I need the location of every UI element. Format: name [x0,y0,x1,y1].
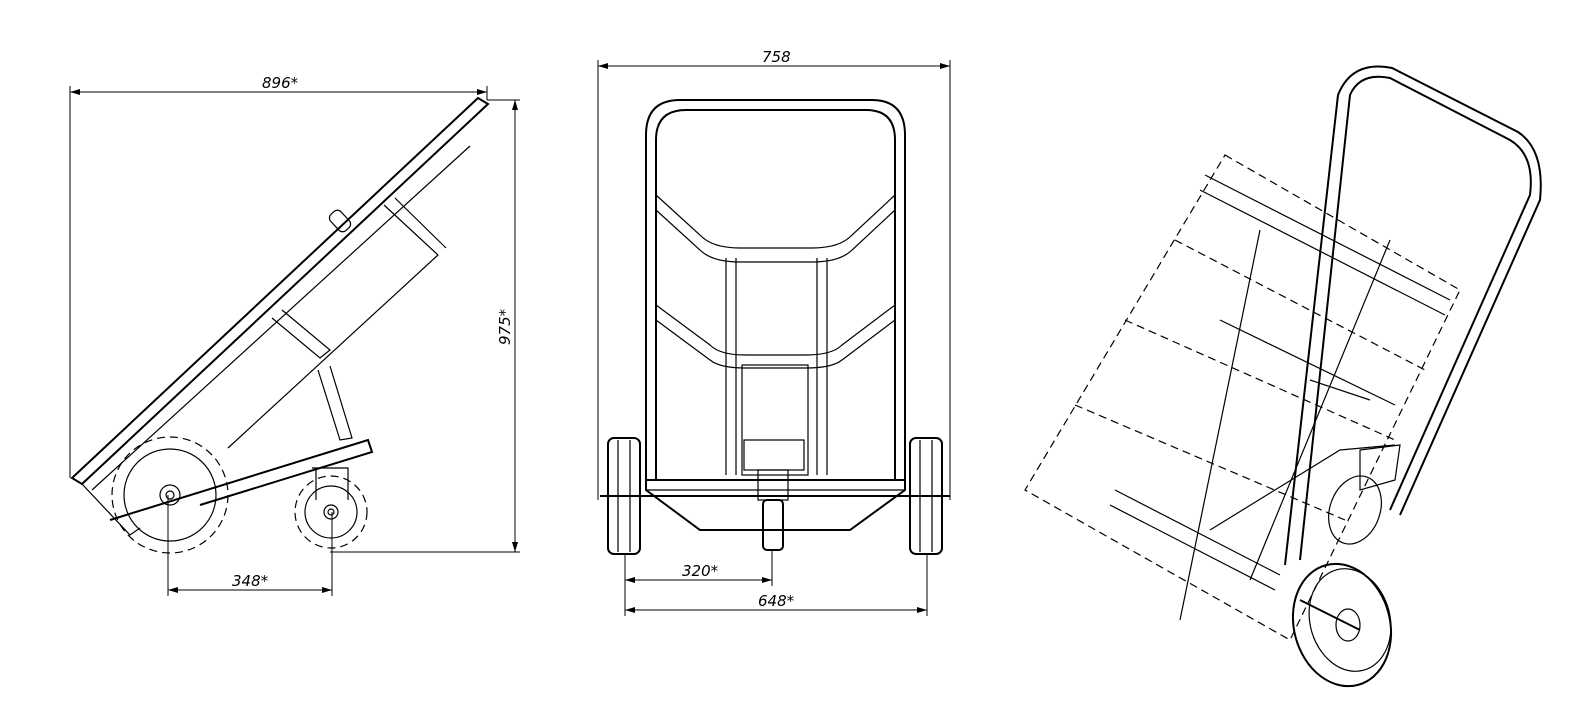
caster-wheel-front [762,499,784,551]
caster-wheel [294,475,368,549]
iso-cylinder [1024,154,1461,641]
dimension-label-length: 896* [262,74,299,92]
dimension-label-width: 758 [762,48,791,66]
front-view: 758 320* 648* [597,48,951,616]
dimension-label-track: 648* [758,592,795,610]
bottom-plate [645,479,906,531]
dimension-label-height: 975* [496,308,514,345]
iso-handle [1299,75,1532,561]
caster-mount [743,439,805,471]
dimension-label-caster-offset: 320* [682,562,719,580]
side-view: 896* 975* 348* [69,74,520,596]
isometric-view [1024,65,1542,688]
iso-main-wheel [1291,562,1393,688]
iso-caster-wheel [1328,475,1382,545]
main-wheel [111,436,229,554]
dimension-label-wheel-spacing: 348* [232,572,269,590]
handle-frame [645,99,906,480]
frame-rail [70,96,490,486]
